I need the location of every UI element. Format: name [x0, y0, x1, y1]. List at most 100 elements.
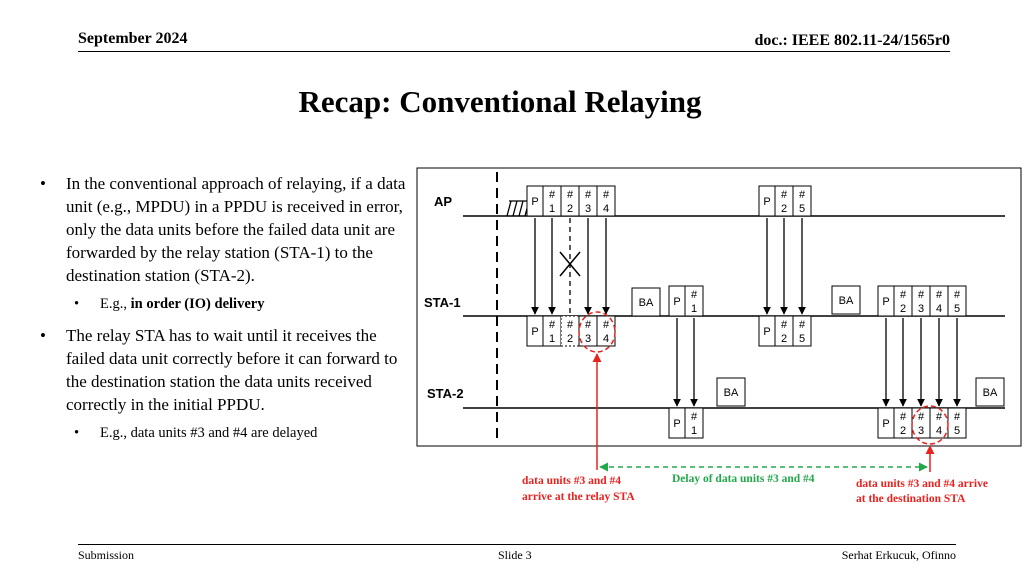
- frame-unit-1-num: 1: [549, 333, 555, 345]
- frame-unit-2-hash: #: [781, 189, 788, 201]
- frame-unit-3-num: 3: [918, 425, 924, 437]
- annotation-delay: Delay of data units #3 and #4: [672, 473, 815, 485]
- sub-bullet-io-delivery: E.g., in order (IO) delivery: [40, 293, 412, 316]
- ba-frame-sta1-second: [831, 285, 861, 315]
- failure-x-icon: [559, 251, 581, 277]
- bullet-list: In the conventional approach of relaying…: [40, 172, 412, 453]
- frame-unit-4-hash: #: [936, 289, 943, 301]
- highlight-circle-relay: [578, 311, 616, 353]
- frame-unit-3-hash: #: [585, 189, 592, 201]
- frame-unit-4: [596, 315, 616, 347]
- frame-unit-3-num: 3: [918, 303, 924, 315]
- frame-unit-1-hash: #: [691, 289, 698, 301]
- ppdu-sta1-forward-2: P # 2 # 3 # 4 # 5: [877, 285, 967, 317]
- frame-unit-2-num: 2: [567, 203, 573, 215]
- frame-p-label: P: [763, 326, 770, 338]
- footer-divider: [78, 544, 956, 545]
- frame-unit-5-hash: #: [799, 319, 806, 331]
- frame-unit-2-hash: #: [567, 189, 574, 201]
- ppdu-sta2-received-2: P # 2 # 3 # 4 # 5: [877, 407, 967, 439]
- frame-unit-4-hash: #: [936, 411, 943, 423]
- frame-unit-5-num: 5: [799, 333, 805, 345]
- slide-title: Recap: Conventional Relaying: [298, 84, 702, 119]
- frame-unit-3-hash: #: [585, 319, 592, 331]
- frame-unit-4-num: 4: [936, 425, 942, 437]
- frame-unit-1-num: 1: [691, 303, 697, 315]
- ppdu-sta1-received-2: P # 2 # 5: [758, 315, 812, 347]
- ppdu-sta1-forward-1: P # 1: [668, 285, 704, 317]
- ba-frame-sta2-label: BA: [724, 387, 739, 399]
- annotation-dest-arrival-line1: data units #3 and #4 arrive: [856, 478, 988, 490]
- ba-frame-sta1-second-label: BA: [839, 295, 854, 307]
- frame-unit-5: [792, 185, 812, 217]
- frame-unit-2-hash: #: [900, 289, 907, 301]
- frame-p-label: P: [763, 196, 770, 208]
- sub-bullet-bold: in order (IO) delivery: [130, 296, 265, 312]
- frame-unit-2-hash: #: [900, 411, 907, 423]
- frame-unit-2-hash: #: [781, 319, 788, 331]
- frame-unit-3-num: 3: [585, 203, 591, 215]
- arrows-sta1-to-sta2: [673, 318, 961, 407]
- annotation-relay-arrival-line1: data units #3 and #4: [522, 475, 621, 487]
- frame-unit-1-hash: #: [691, 411, 698, 423]
- frame-p-label: P: [673, 296, 680, 308]
- footer-author: Serhat Erkucuk, Ofinno: [841, 548, 956, 562]
- frame-unit-1: [684, 285, 704, 317]
- ba-frame-sta1: [631, 287, 661, 317]
- sub-bullet-prefix: E.g.,: [100, 296, 131, 312]
- frame-p-label: P: [531, 196, 538, 208]
- ppdu-sta2-received-1: P # 1: [668, 407, 704, 439]
- frame-unit-1: [684, 407, 704, 439]
- frame-unit-1-num: 1: [691, 425, 697, 437]
- frame-unit-4-num: 4: [936, 303, 942, 315]
- frame-unit-2-num: 2: [900, 425, 906, 437]
- frame-unit-3-num: 3: [585, 333, 591, 345]
- frame-unit-5-num: 5: [954, 425, 960, 437]
- header-date: September 2024: [78, 30, 188, 47]
- label-ap: AP: [434, 194, 452, 209]
- frame-unit-5: [947, 285, 967, 317]
- highlight-circle-destination: [911, 405, 949, 445]
- frame-p-label: P: [882, 418, 889, 430]
- frame-unit-3-hash: #: [918, 289, 925, 301]
- frame-unit-5-hash: #: [954, 411, 961, 423]
- bullet-conventional-approach: In the conventional approach of relaying…: [40, 172, 412, 287]
- frame-unit-2-num: 2: [781, 203, 787, 215]
- footer-slide-number: Slide 3: [498, 548, 532, 562]
- annotation-dest-arrival-line2: at the destination STA: [856, 493, 966, 505]
- frame-unit-5-hash: #: [954, 289, 961, 301]
- frame-unit-4-num: 4: [603, 203, 609, 215]
- frame-unit-4-hash: #: [603, 319, 610, 331]
- label-sta1: STA-1: [424, 295, 461, 310]
- frame-unit-2-num: 2: [567, 333, 573, 345]
- bullet-relay-wait: The relay STA has to wait until it recei…: [40, 324, 412, 416]
- frame-unit-3-hash: #: [918, 411, 925, 423]
- ppdu-ap-initial: P # 1 # 2 # 3 # 4: [526, 185, 616, 217]
- frame-p-label: P: [673, 418, 680, 430]
- footer-submission: Submission: [78, 548, 135, 562]
- frame-unit-5-num: 5: [799, 203, 805, 215]
- frame-unit-4-hash: #: [603, 189, 610, 201]
- frame-unit-2-hash: #: [567, 319, 574, 331]
- sub-bullet-delayed-units: E.g., data units #3 and #4 are delayed: [40, 422, 412, 445]
- ba-frame-sta2-final-label: BA: [983, 387, 998, 399]
- header-divider: [78, 51, 950, 52]
- arrows-ap-to-sta1: [531, 218, 806, 315]
- frame-p-label: P: [531, 326, 538, 338]
- ppdu-sta1-received: P # 1 # 2 # 3 # 4: [526, 315, 616, 347]
- ba-frame-sta2-final: [975, 377, 1005, 407]
- frame-unit-5-hash: #: [799, 189, 806, 201]
- frame-p-label: P: [882, 296, 889, 308]
- frame-unit-2-num: 2: [900, 303, 906, 315]
- annotation-relay-arrival-line2: arrive at the relay STA: [522, 491, 635, 503]
- ppdu-ap-retransmission: P # 2 # 5: [758, 185, 812, 217]
- frame-unit-5-num: 5: [954, 303, 960, 315]
- frame-unit-1-hash: #: [549, 189, 556, 201]
- frame-unit-1-num: 1: [549, 203, 555, 215]
- header-doc-id: doc.: IEEE 802.11-24/1565r0: [754, 32, 950, 49]
- frame-unit-4: [596, 185, 616, 217]
- frame-unit-1-hash: #: [549, 319, 556, 331]
- ba-frame-sta1-label: BA: [639, 297, 654, 309]
- label-sta2: STA-2: [427, 386, 464, 401]
